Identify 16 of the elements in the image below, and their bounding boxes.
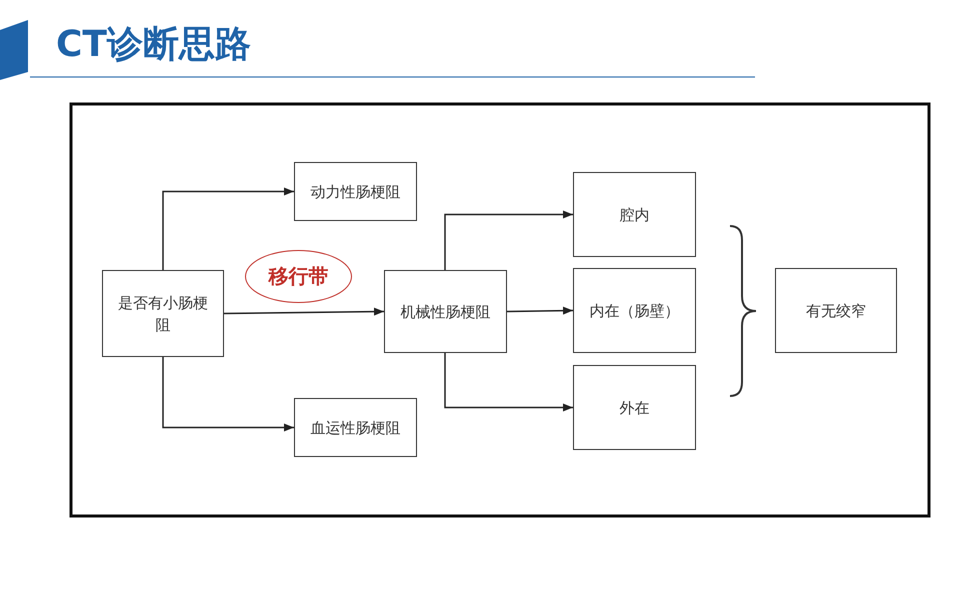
label-oval: 移行带 xyxy=(245,250,352,303)
arrow xyxy=(444,353,573,412)
process-box: 动力性肠梗阻 xyxy=(294,162,417,221)
arrow xyxy=(224,308,384,316)
process-box: 血运性肠梗阻 xyxy=(294,398,417,457)
process-box: 内在（肠壁） xyxy=(573,268,696,353)
title: CT诊断思路 xyxy=(56,23,251,67)
arrow xyxy=(162,188,294,270)
process-box: 是否有小肠梗阻 xyxy=(102,270,224,357)
process-box: 腔内 xyxy=(573,172,696,257)
arrow xyxy=(162,357,294,432)
arrow xyxy=(444,210,573,270)
process-box: 外在 xyxy=(573,365,696,450)
process-box: 有无绞窄 xyxy=(775,268,897,353)
process-box: 机械性肠梗阻 xyxy=(384,270,507,353)
arrow xyxy=(506,306,574,315)
